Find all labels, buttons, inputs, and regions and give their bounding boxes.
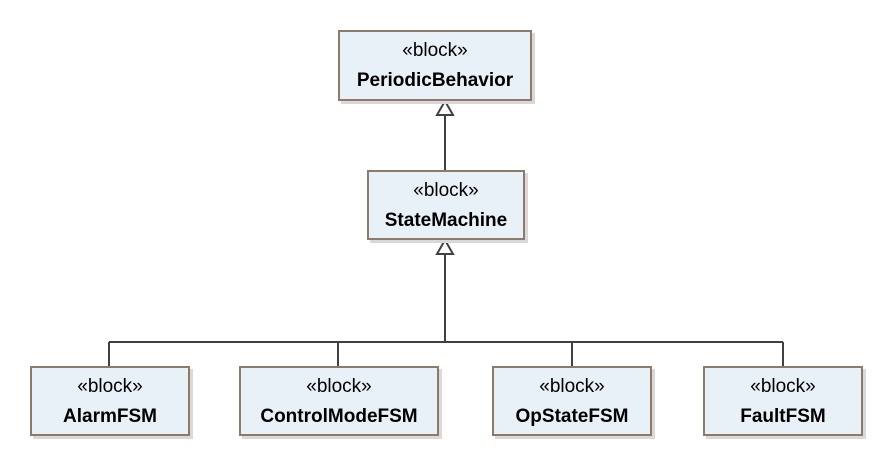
block-faultfsm[interactable]: «block» FaultFSM [703,366,863,436]
block-stereotype: «block» [750,376,816,397]
block-stereotype: «block» [402,40,468,61]
block-name: FaultFSM [740,406,826,427]
block-stereotype: «block» [77,376,143,397]
block-name: PeriodicBehavior [356,70,514,91]
block-opstatefsm[interactable]: «block» OpStateFSM [492,366,652,436]
block-name: OpStateFSM [515,406,629,427]
block-stereotype: «block» [539,376,605,397]
block-stereotype: «block» [413,180,479,201]
block-alarmfsm[interactable]: «block» AlarmFSM [30,366,190,436]
block-name: StateMachine [384,210,508,231]
generalization-arrowhead-statemachine [435,237,455,255]
block-stereotype: «block» [306,376,372,397]
block-statemachine[interactable]: «block» StateMachine [367,170,525,240]
block-periodicbehavior[interactable]: «block» PeriodicBehavior [338,30,532,101]
block-controlmodefsm[interactable]: «block» ControlModeFSM [239,366,439,436]
generalization-arrowhead-periodicbehavior [435,98,455,116]
block-name: ControlModeFSM [260,406,418,427]
block-name: AlarmFSM [63,406,157,427]
